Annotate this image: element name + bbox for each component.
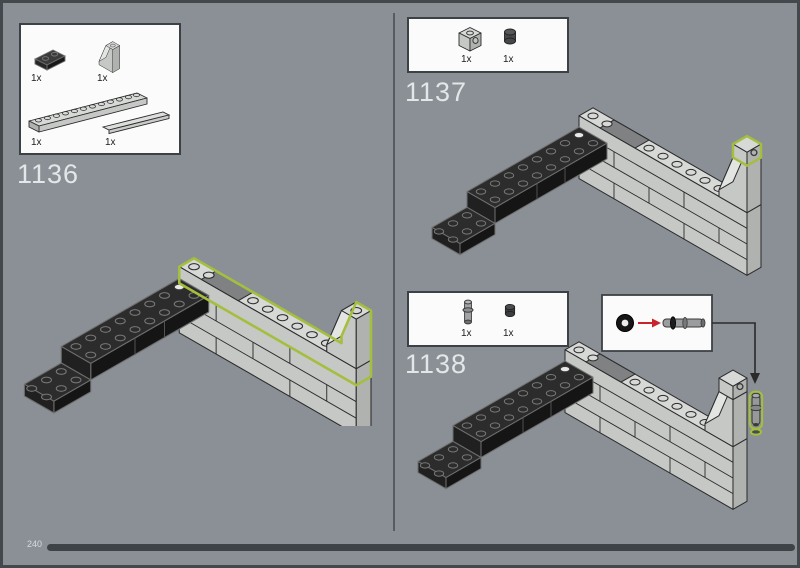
dark-plate-icon xyxy=(33,49,67,71)
ring-icon xyxy=(504,303,516,318)
long-brick-icon xyxy=(28,92,148,133)
part-qty: 1x xyxy=(97,73,108,84)
detail-callout-box xyxy=(601,294,713,352)
new-part-highlight xyxy=(731,134,763,167)
step-number-1137: 1137 xyxy=(405,77,468,107)
part-qty: 1x xyxy=(105,137,116,148)
red-arrow-icon xyxy=(638,318,661,328)
parts-1138-illustration xyxy=(462,299,516,325)
assembly-illustration-1137 xyxy=(399,89,763,279)
part-qty: 1x xyxy=(31,137,42,148)
column-divider xyxy=(393,13,395,531)
parts-box-1137: 1x 1x xyxy=(407,17,569,73)
part-qty: 1x xyxy=(461,328,472,339)
side-stud-brick-icon xyxy=(458,27,482,52)
parts-box-1136: 1x 1x 1x 1x xyxy=(19,23,181,155)
callout-connector-arrow xyxy=(712,322,760,384)
parts-1136-illustration xyxy=(28,41,171,135)
round-plate-icon xyxy=(504,28,516,45)
part-qty: 1x xyxy=(503,54,514,65)
new-parts-highlight xyxy=(177,256,373,387)
progress-bar xyxy=(47,544,795,551)
step-number-1136: 1136 xyxy=(17,159,80,189)
flat-tile-icon xyxy=(101,111,171,135)
step-number-1138: 1138 xyxy=(405,349,468,379)
page-number: 240 xyxy=(27,539,43,549)
assembly-illustration-1138 xyxy=(397,294,764,529)
part-qty: 1x xyxy=(503,328,514,339)
parts-box-1138: 1x 1x xyxy=(407,291,569,347)
slope-brick-icon xyxy=(98,41,120,73)
part-qty: 1x xyxy=(31,73,42,84)
ring-detail-icon xyxy=(616,314,634,332)
assembly-illustration-1136 xyxy=(11,256,373,426)
inserted-pin-highlight xyxy=(748,390,764,436)
parts-1137-illustration xyxy=(458,27,516,52)
pin-detail-icon xyxy=(662,316,706,330)
part-qty: 1x xyxy=(461,54,472,65)
pin-icon xyxy=(462,299,474,325)
